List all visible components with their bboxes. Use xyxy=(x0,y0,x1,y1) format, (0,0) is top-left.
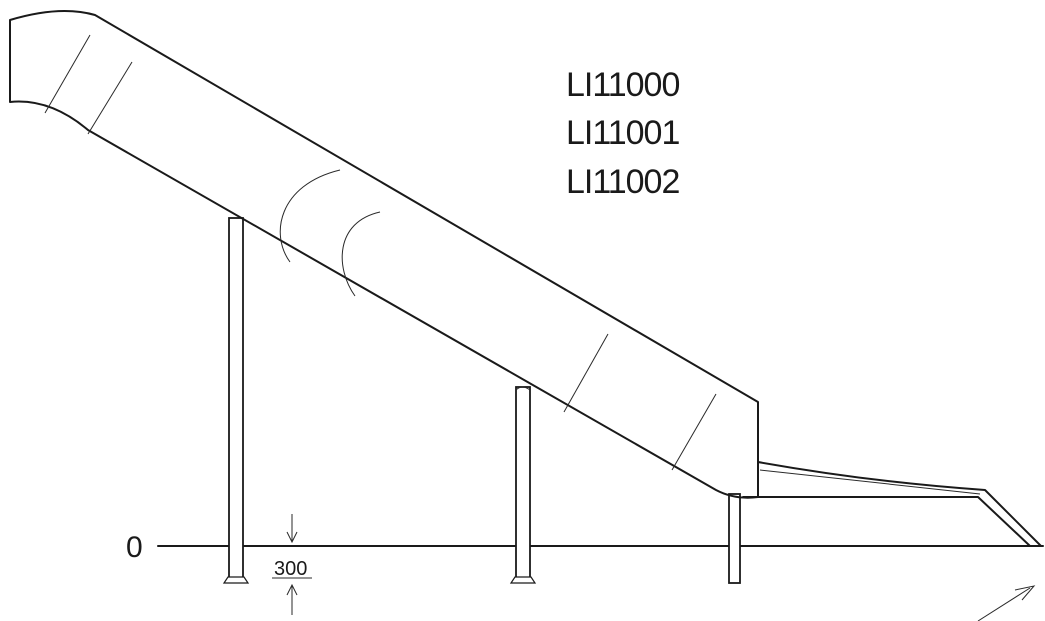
model-code-3: LI11002 xyxy=(566,163,679,201)
model-code-2: LI11001 xyxy=(566,114,679,152)
model-code-1: LI11000 xyxy=(566,66,679,104)
slide-exit-section xyxy=(742,461,1042,547)
slide-chute-body xyxy=(9,10,759,499)
support-leg-middle xyxy=(509,386,537,584)
height-dimension xyxy=(272,514,312,615)
exit-section-inner-line xyxy=(759,469,981,495)
ground-level-label: 0 xyxy=(126,531,143,564)
support-leg-left xyxy=(222,217,250,584)
exit-leader-arrow xyxy=(977,585,1036,621)
chute-segment-joints xyxy=(44,34,717,471)
dimension-label: 300 xyxy=(274,558,307,580)
support-leg-exit xyxy=(728,493,741,584)
